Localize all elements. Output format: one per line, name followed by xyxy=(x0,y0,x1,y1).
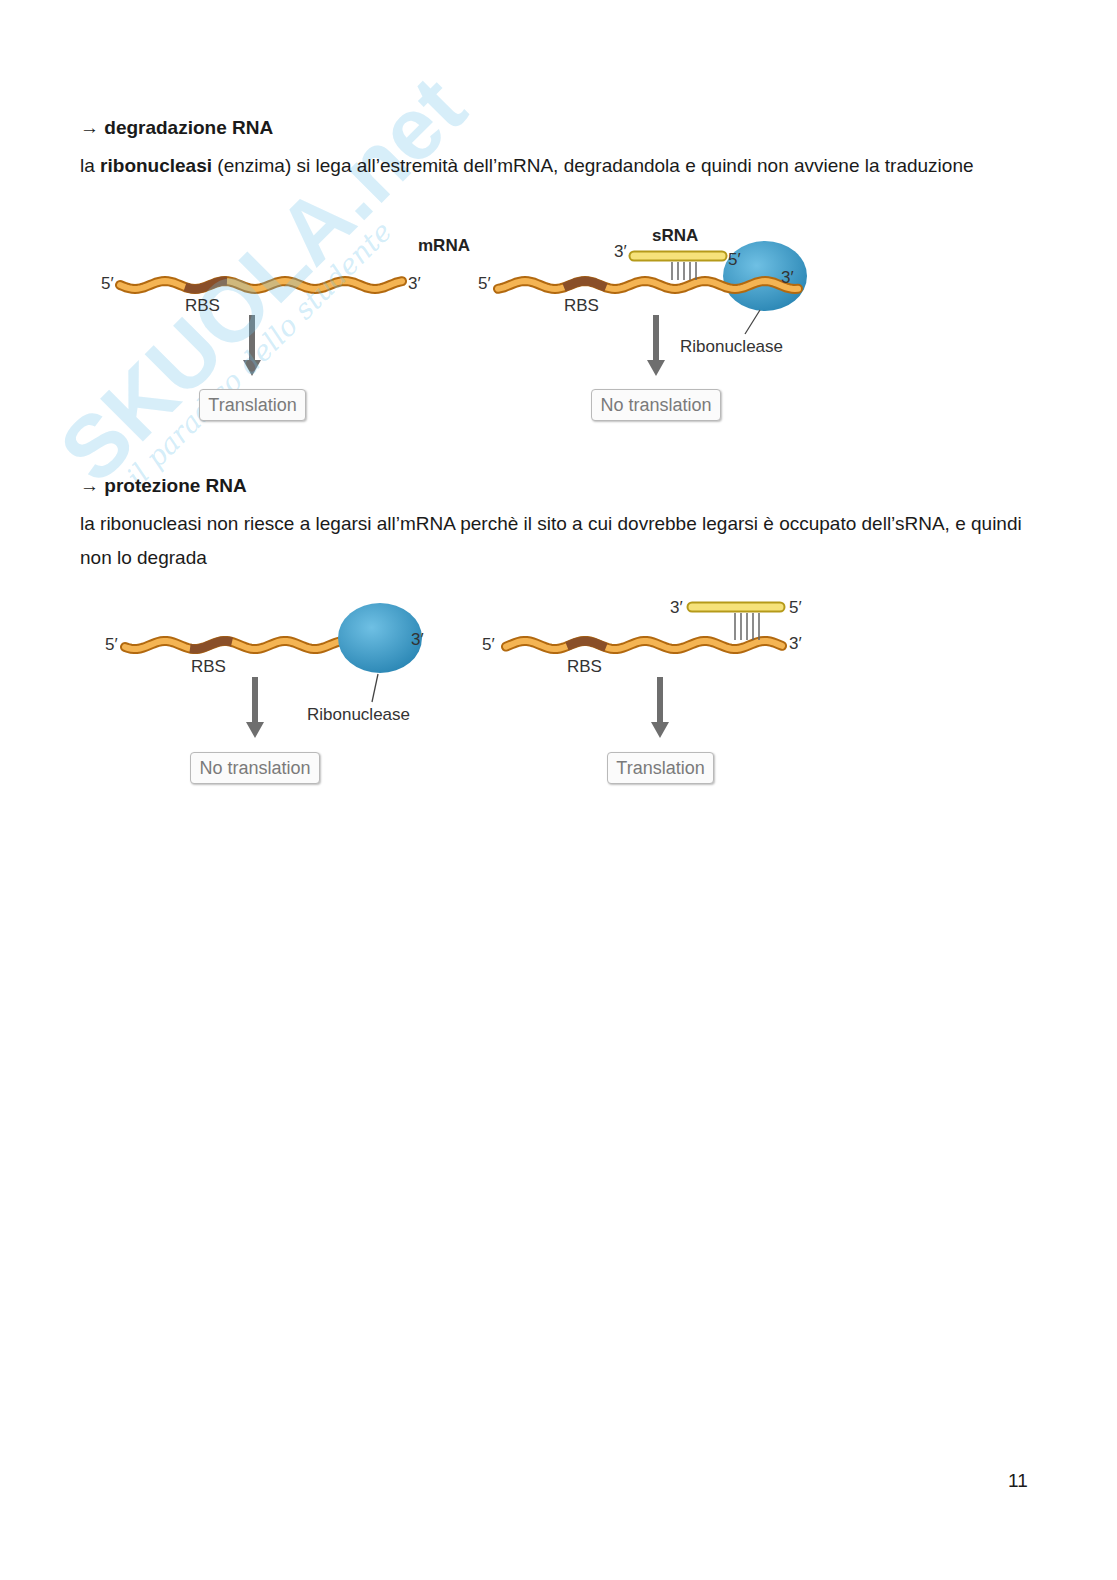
diagram-label: mRNA xyxy=(418,236,470,256)
leader-line xyxy=(745,310,760,334)
rbs-segment xyxy=(567,641,606,647)
diagram-label: 3′ xyxy=(781,268,794,288)
outcome-text: Translation xyxy=(208,395,296,415)
outcome-text: No translation xyxy=(600,395,711,415)
paragraph-text: la xyxy=(80,155,95,176)
outcome-text: Translation xyxy=(616,758,704,778)
mrna-outline xyxy=(498,281,798,289)
arrow-head xyxy=(246,722,264,738)
paragraph: la ribonucleasi non riesce a legarsi all… xyxy=(80,507,1030,575)
diagram-label: Ribonuclease xyxy=(307,705,410,725)
diagram-label: 3′ xyxy=(670,598,683,618)
diagram-label: 5′ xyxy=(482,635,495,655)
outcome-text: No translation xyxy=(199,758,310,778)
ribonuclease-blob xyxy=(338,603,422,673)
srna-strand xyxy=(634,253,722,260)
down-arrow xyxy=(252,677,258,724)
diagram-label: 3′ xyxy=(411,630,424,650)
outcome-box: Translation xyxy=(607,752,714,784)
leader-line xyxy=(372,674,378,702)
mrna-strand xyxy=(498,281,798,289)
arrow-head xyxy=(651,722,669,738)
diagram-label: sRNA xyxy=(652,226,698,246)
base-pair xyxy=(752,613,754,640)
paragraph-text: la ribonucleasi non riesce a legarsi all… xyxy=(80,513,1022,568)
section-heading: → protezione RNA xyxy=(80,475,247,497)
base-pair xyxy=(677,262,679,280)
outcome-box: No translation xyxy=(190,752,320,784)
down-arrow xyxy=(653,315,659,362)
rbs-segment xyxy=(190,641,232,649)
diagram-label: 5′ xyxy=(101,274,114,294)
paragraph-text: (enzima) si lega all’estremità dell’mRNA… xyxy=(217,155,973,176)
diagram-label: RBS xyxy=(567,657,602,677)
diagram-label: 3′ xyxy=(614,242,627,262)
diagram-label: RBS xyxy=(564,296,599,316)
paragraph-text: ribonucleasi xyxy=(100,155,212,176)
outcome-box: Translation xyxy=(199,389,306,421)
paragraph: laribonucleasi(enzima) si lega all’estre… xyxy=(80,149,1030,183)
section-heading: → degradazione RNA xyxy=(80,117,273,139)
diagram-label: 3′ xyxy=(408,274,421,294)
base-pair xyxy=(740,613,742,640)
base-pair xyxy=(683,262,685,280)
diagram-label: 5′ xyxy=(728,250,741,270)
base-pair xyxy=(746,613,748,640)
base-pair xyxy=(695,262,697,280)
diagram-label: Ribonuclease xyxy=(680,337,783,357)
srna-outline xyxy=(634,251,722,262)
diagram-label: 5′ xyxy=(478,274,491,294)
mrna-strand xyxy=(506,641,782,649)
diagram-label: RBS xyxy=(185,296,220,316)
base-pair xyxy=(671,262,673,280)
srna-strand xyxy=(692,604,780,611)
diagram-label: 5′ xyxy=(789,598,802,618)
mrna-outline xyxy=(506,641,782,649)
srna-outline xyxy=(692,602,780,613)
base-pair xyxy=(758,613,760,640)
base-pair xyxy=(689,262,691,280)
page-number: 11 xyxy=(1008,1470,1028,1492)
base-pair xyxy=(734,613,736,640)
down-arrow xyxy=(657,677,663,724)
arrow-head xyxy=(647,360,665,376)
diagram-label: 5′ xyxy=(105,635,118,655)
outcome-box: No translation xyxy=(591,389,721,421)
diagram-label: 3′ xyxy=(789,634,802,654)
diagram-label: RBS xyxy=(191,657,226,677)
rbs-segment xyxy=(564,281,606,287)
